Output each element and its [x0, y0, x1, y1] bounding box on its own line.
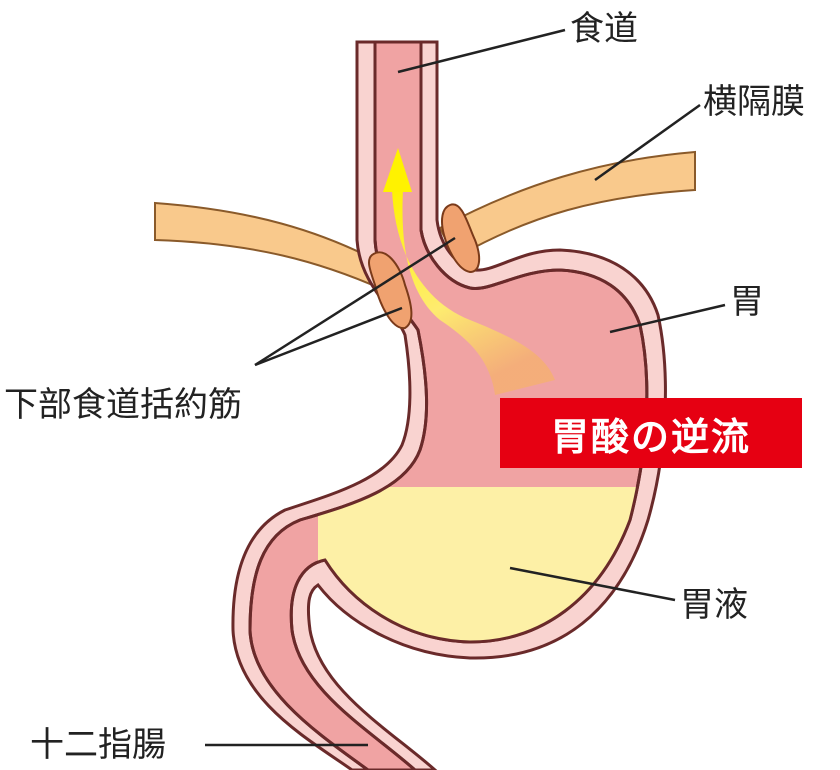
leader-esophagus	[397, 28, 566, 74]
diaphragm-right	[438, 150, 696, 260]
reflux-banner: 胃酸の逆流	[500, 398, 802, 468]
sphincter-right	[441, 203, 481, 274]
label-gastric-juice: 胃液	[680, 585, 748, 625]
label-duodenum: 十二指腸	[30, 725, 166, 765]
leader-les-1	[254, 306, 403, 367]
label-esophagus: 食道	[570, 9, 638, 49]
label-stomach: 胃	[730, 282, 764, 322]
leader-stomach	[609, 303, 726, 334]
leader-juice	[509, 566, 676, 602]
label-les: 下部食道括約筋	[4, 385, 242, 425]
leader-diaphragm	[594, 103, 701, 182]
leader-les-2	[254, 236, 456, 367]
reflux-flow	[392, 190, 555, 395]
reflux-arrow-icon	[383, 148, 412, 192]
label-diaphragm: 横隔膜	[703, 82, 805, 122]
